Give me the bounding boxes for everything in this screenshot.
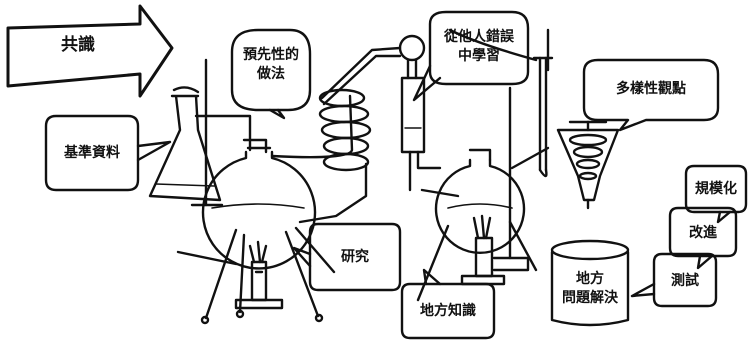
research-label: 研究 [341, 249, 369, 265]
right-apparatus [398, 34, 526, 254]
proactive-method-line1: 預先性的 [243, 47, 299, 63]
left-round-flask [201, 138, 317, 270]
right-stands [448, 28, 554, 272]
spiral-funnel [556, 120, 620, 210]
diverse-views-label: 多樣性觀點 [616, 81, 686, 97]
proactive-method-line2: 做法 [257, 66, 285, 82]
right-tripod-burner [416, 214, 538, 302]
learn-from-mistakes-label: 從他人錯誤 中學習 [432, 28, 526, 66]
beaker [550, 239, 630, 327]
label-bubbles [44, 10, 748, 340]
consensus-arrow [6, 4, 174, 98]
proactive-method-label: 預先性的 做法 [234, 46, 308, 84]
local-problem-line2: 問題解決 [562, 290, 618, 306]
left-conical-flask [148, 58, 252, 207]
learn-from-mistakes-line1: 從他人錯誤 [444, 29, 514, 45]
baseline-data-label: 基準資料 [64, 145, 120, 161]
left-tripod [176, 226, 336, 325]
local-knowledge-label: 地方知識 [420, 303, 476, 319]
improve-label: 改進 [689, 225, 717, 241]
left-burner [234, 240, 284, 310]
learn-from-mistakes-line2: 中學習 [458, 48, 500, 64]
condenser-coil [270, 46, 402, 224]
local-problem-solving-label: 地方 問題解決 [554, 270, 626, 308]
consensus-label: 共識 [61, 35, 95, 55]
local-problem-line1: 地方 [576, 271, 604, 287]
test-label: 測試 [671, 273, 699, 289]
scale-up-label: 規模化 [695, 181, 737, 197]
